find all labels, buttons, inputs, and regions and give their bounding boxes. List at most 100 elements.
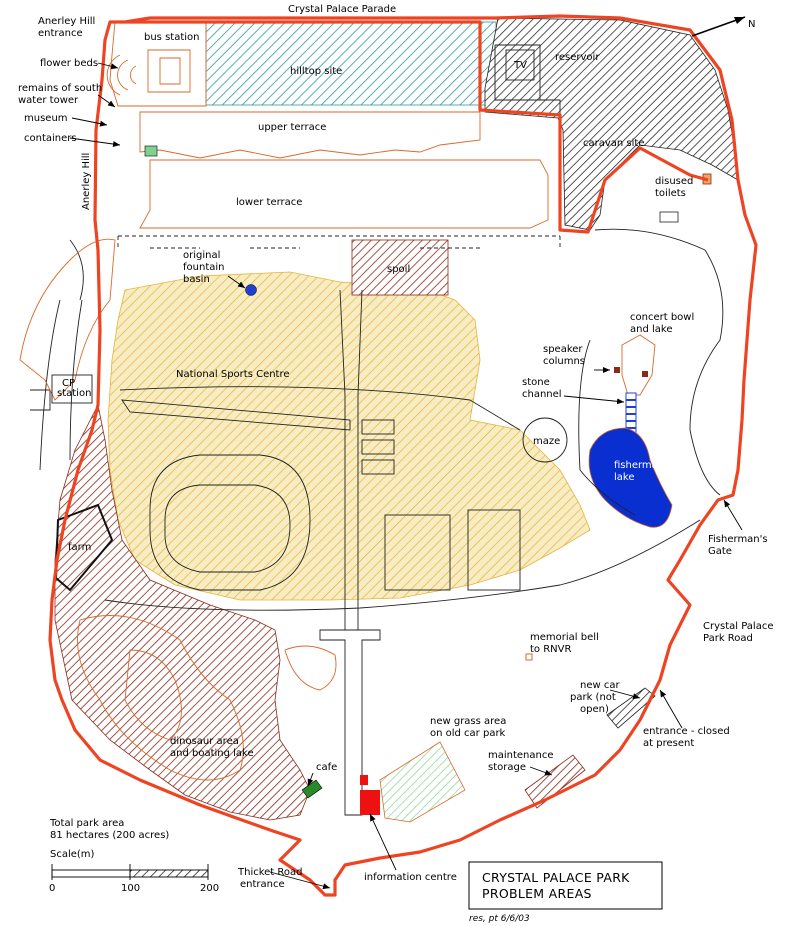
hilltop-site-area [205,21,497,106]
map-title-line-1: CRYSTAL PALACE PARK [482,870,630,885]
nsc-road [339,289,363,630]
label-lower-terrace: lower terrace [236,197,302,208]
info-centre-small [360,775,368,785]
containers [144,145,158,157]
tv-mast-outline [505,49,535,81]
label-stone-1: stone [522,377,550,388]
containers-pointer [69,137,121,148]
label-memorial-1: memorial bell [530,632,599,643]
railway-lines [30,239,84,471]
label-memorial-2: to RNVR [530,644,571,655]
museum-pointer [71,117,108,127]
scale-label-0: 0 [49,883,55,894]
label-hilltop-site: hilltop site [290,66,342,77]
new-grass-area [379,741,466,823]
label-fountain-2: fountain [183,262,224,273]
label-anerley-entrance-2: entrance [38,28,83,39]
cafe-outline [284,645,337,691]
label-maintenance-1: maintenance [488,750,554,761]
nsc-building-5 [467,509,521,591]
reservoir-inner-outline [494,44,561,115]
building-block-outline [147,49,191,93]
footpath-east [578,228,724,516]
label-flower-beds: flower beds [40,58,98,69]
cafe-pointer [307,772,314,787]
label-entrance-closed-2: at present [643,738,694,749]
water-tower-pointer [97,94,116,108]
maintenance-storage-area [524,754,586,809]
label-anerley-hill: Anerley Hill [81,153,92,210]
map-title-box: CRYSTAL PALACE PARK PROBLEM AREAS [468,861,663,910]
label-new-car-park-1: new car [580,680,620,691]
nsc-building-1 [361,419,395,435]
label-museum: museum [24,113,68,124]
label-scale: Scale(m) [50,849,95,860]
north-arrow: N [691,16,755,37]
label-concert-1: concert bowl [630,312,694,323]
label-cp-station-2: station [57,388,91,399]
label-national-sports-centre: National Sports Centre [176,369,290,380]
nsc-bowl [119,386,521,431]
athletics-track-outer [149,454,311,591]
concert-bowl-outline [621,334,656,396]
label-entrance-closed-1: entrance - closed [643,726,730,737]
label-fishermans-lake-1: fishermans [614,460,669,471]
nsc-building-4 [384,514,451,591]
cp-station-box [51,374,93,404]
label-dinosaur-2: and boating lake [170,748,254,759]
fishermans-gate-pointer [723,499,743,531]
label-bus-station: bus station [144,32,200,43]
label-tv: TV [513,60,527,71]
fountain-basin [245,284,257,296]
label-fountain-3: basin [183,274,210,285]
label-fishermans-gate-1: Fisherman's [708,534,768,545]
flower-beds-outline [106,54,137,96]
scale-bar: 0 100 200 [49,864,219,894]
label-reservoir: reservoir [555,52,600,63]
label-speaker-2: columns [543,356,585,367]
info-centre-building [360,790,380,815]
label-speaker-1: speaker [543,344,583,355]
new-car-park-pointer [609,689,641,700]
label-cp-station-1: CP [62,378,75,389]
terrace-dashed-edge [117,235,561,250]
label-anerley-entrance-1: Anerley Hill [38,16,95,27]
label-crystal-palace-parade: Crystal Palace Parade [288,4,396,15]
label-disused-toilets-1: disused [655,176,693,187]
thicket-pointer [269,871,331,890]
athletics-track-inner [164,484,291,573]
stadium-stand [121,399,351,431]
label-maintenance-2: storage [488,762,526,773]
label-caravan-site: caravan site [583,138,645,149]
label-new-car-park-3: open) [580,704,609,715]
fountain-pointer [227,275,246,289]
label-fountain-1: original [183,250,220,261]
label-fishermans-lake-2: lake [614,472,635,483]
label-new-grass-2: on old car park [430,728,506,739]
dinosaur-contours [77,615,244,781]
label-upper-terrace: upper terrace [258,122,326,133]
national-sports-centre-area [107,271,591,601]
nsc-main-road [104,519,701,611]
label-new-grass-1: new grass area [430,716,506,727]
label-cafe: cafe [316,762,337,773]
footpath-south [319,629,381,816]
label-concert-2: and lake [630,324,673,335]
speaker-column-right [642,371,648,377]
label-maze: maze [533,436,560,447]
label-new-car-park-2: park (not [570,692,616,703]
map-credit: res, pt 6/6/03 [469,914,530,924]
entrance-closed-pointer [659,689,683,729]
label-cp-park-road-1: Crystal Palace [703,621,774,632]
label-cp-park-road-2: Park Road [703,633,753,644]
park-boundary [48,14,758,897]
label-total-area-2: 81 hectares (200 acres) [50,830,169,841]
upper-terrace-outline [139,111,481,159]
station-area-outline [19,238,116,401]
info-centre-pointer [369,813,397,871]
stone-channel-pointer [563,395,625,405]
label-information-centre: information centre [364,872,457,883]
spoil-area [351,239,449,296]
label-containers: containers [24,133,77,144]
